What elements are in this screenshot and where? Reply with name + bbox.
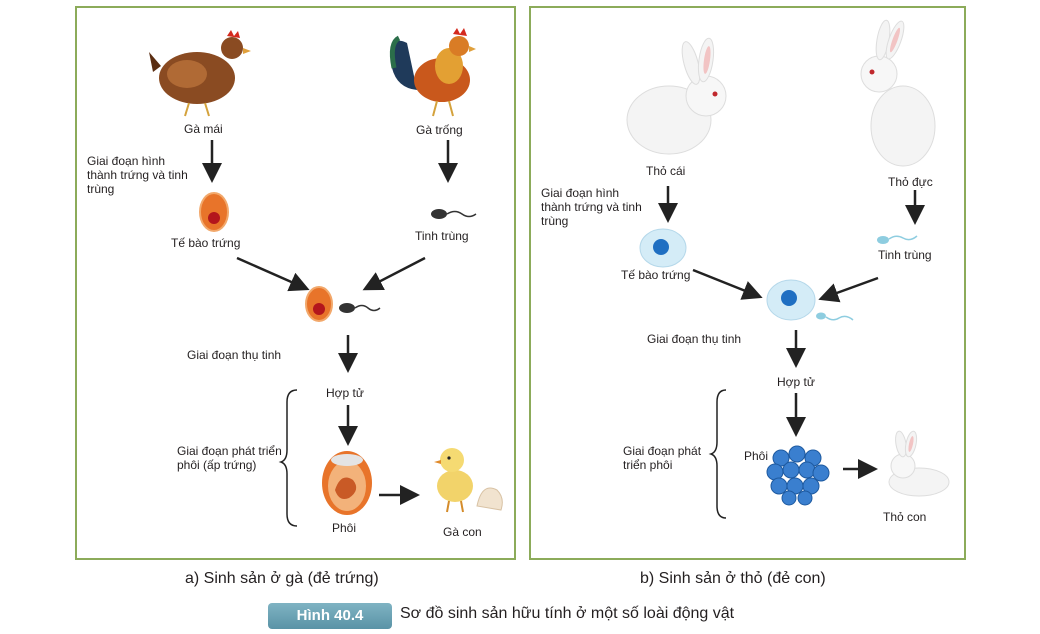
egg-cell-icon [199, 192, 229, 232]
embryo-label: Phôi [744, 449, 769, 463]
stage-embryo-label: Giai đoạn phát triển phôi (ấp trứng) [177, 444, 282, 472]
stage-embryo-label: Giai đoạn phát triển phôi [623, 444, 702, 472]
young-rabbit-label: Thỏ con [883, 510, 927, 524]
chicken-diagram-art [149, 28, 503, 527]
morula-icon [766, 445, 830, 506]
sperm-icon [877, 235, 918, 244]
caption-b: b) Sinh sản ở thỏ (đẻ con) [640, 570, 826, 587]
rooster-icon [389, 28, 476, 117]
egg-cell-label: Tế bào trứng [621, 268, 691, 282]
male-rabbit-label: Thỏ đực [888, 175, 933, 189]
stage-fertilization-label: Giai đoạn thụ tinh [187, 348, 282, 362]
rabbit-diagram-art [626, 19, 950, 519]
panel-rabbit: Thỏ cái Thỏ đực Giai đoạn hình thành trứ… [529, 6, 966, 560]
female-rabbit-label: Thỏ cái [646, 164, 686, 178]
egg-cell-icon [639, 228, 687, 268]
sperm-icon [431, 209, 477, 219]
stage-formation-label: Giai đoạn hình thành trứng và tinh trùng [87, 154, 188, 196]
female-rabbit-icon [626, 37, 727, 155]
rooster-label: Gà trống [416, 123, 463, 137]
chick-label: Gà con [443, 525, 482, 539]
sperm-label: Tinh trùng [878, 248, 932, 262]
figure-number-badge: Hình 40.4 [268, 603, 392, 629]
hen-label: Gà mái [184, 122, 223, 136]
zygote-label: Hợp tử [326, 386, 364, 400]
fertilization-icon [305, 286, 381, 322]
hen-icon [149, 30, 251, 117]
caption-a: a) Sinh sản ở gà (đẻ trứng) [185, 570, 379, 587]
sperm-label: Tinh trùng [415, 229, 469, 243]
embryo-egg-icon [322, 451, 372, 515]
egg-cell-label: Tế bào trứng [171, 236, 241, 250]
chick-icon [434, 448, 503, 513]
stage-formation-label: Giai đoạn hình thành trứng và tinh trùng [541, 186, 642, 228]
baby-rabbit-icon [888, 430, 950, 497]
zygote-label: Hợp tử [777, 375, 815, 389]
male-rabbit-icon [860, 19, 936, 167]
stage-fertilization-label: Giai đoạn thụ tinh [647, 332, 742, 346]
figure-title: Sơ đồ sinh sản hữu tính ở một số loài độ… [400, 605, 735, 622]
fertilization-icon [766, 279, 854, 321]
embryo-label: Phôi [332, 521, 357, 535]
panel-chicken: Gà mái Gà trống Giai đoạn hình thành trứ… [75, 6, 516, 560]
